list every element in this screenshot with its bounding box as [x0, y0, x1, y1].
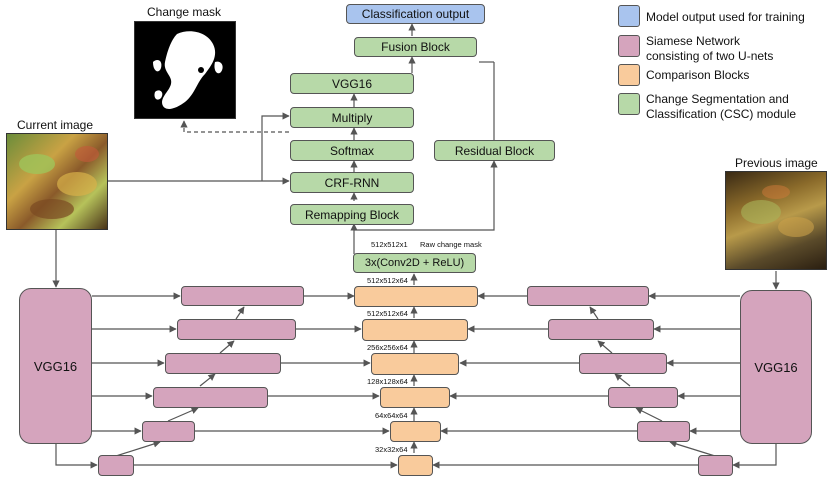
left-unet-block-4 [153, 387, 268, 408]
left-unet-block-3 [165, 353, 281, 374]
current-image-caption: Current image [17, 118, 94, 132]
change-mask-image [134, 21, 236, 119]
legend-csc-text: Change Segmentation and Classification (… [646, 92, 797, 121]
right-unet-block-6 [698, 455, 733, 476]
dim-label-512b: 512x512x64 [367, 309, 408, 318]
comparison-block-4 [380, 387, 450, 408]
comparison-block-1 [354, 286, 478, 307]
dim-label-512x1: 512x512x1 [371, 240, 408, 249]
right-unet-block-5 [637, 421, 690, 442]
legend-swatch-comparison [618, 64, 640, 86]
comparison-block-5 [390, 421, 441, 442]
right-vgg16-encoder: VGG16 [740, 290, 812, 444]
multiply-box: Multiply [290, 107, 414, 128]
right-unet-block-1 [527, 286, 649, 306]
left-unet-block-5 [142, 421, 195, 442]
classification-output-box: Classification output [346, 4, 485, 24]
conv-block-box: 3x(Conv2D + ReLU) [353, 253, 476, 273]
legend-swatch-output [618, 5, 640, 27]
residual-block-box: Residual Block [434, 140, 555, 161]
comparison-block-6 [398, 455, 433, 476]
left-vgg16-encoder: VGG16 [19, 288, 92, 444]
vgg16-csc-box: VGG16 [290, 73, 414, 94]
legend-output-text: Model output used for training [646, 10, 805, 24]
legend-comparison-text: Comparison Blocks [646, 68, 750, 82]
comparison-block-2 [362, 319, 468, 341]
legend-swatch-siamese [618, 35, 640, 57]
raw-change-mask-label: Raw change mask [420, 240, 482, 249]
right-unet-block-4 [608, 387, 678, 408]
left-unet-block-1 [181, 286, 304, 306]
change-mask-caption: Change mask [147, 5, 222, 19]
dim-label-32: 32x32x64 [375, 445, 408, 454]
dim-label-512a: 512x512x64 [367, 276, 408, 285]
comparison-block-3 [371, 353, 459, 375]
right-unet-block-2 [548, 319, 654, 340]
dim-label-64: 64x64x64 [375, 411, 408, 420]
softmax-box: Softmax [290, 140, 414, 161]
current-image-photo [6, 133, 108, 230]
previous-image-photo [725, 171, 827, 270]
legend-swatch-csc [618, 93, 640, 115]
left-unet-block-2 [177, 319, 296, 340]
remapping-block-box: Remapping Block [290, 204, 414, 225]
crf-rnn-box: CRF-RNN [290, 172, 414, 193]
fusion-block-box: Fusion Block [354, 37, 477, 57]
previous-image-caption: Previous image [735, 156, 818, 170]
right-unet-block-3 [579, 353, 667, 374]
legend-siamese-text: Siamese Network consisting of two U-nets [646, 34, 774, 63]
dim-label-256: 256x256x64 [367, 343, 408, 352]
left-unet-block-6 [98, 455, 134, 476]
dim-label-128: 128x128x64 [367, 377, 408, 386]
